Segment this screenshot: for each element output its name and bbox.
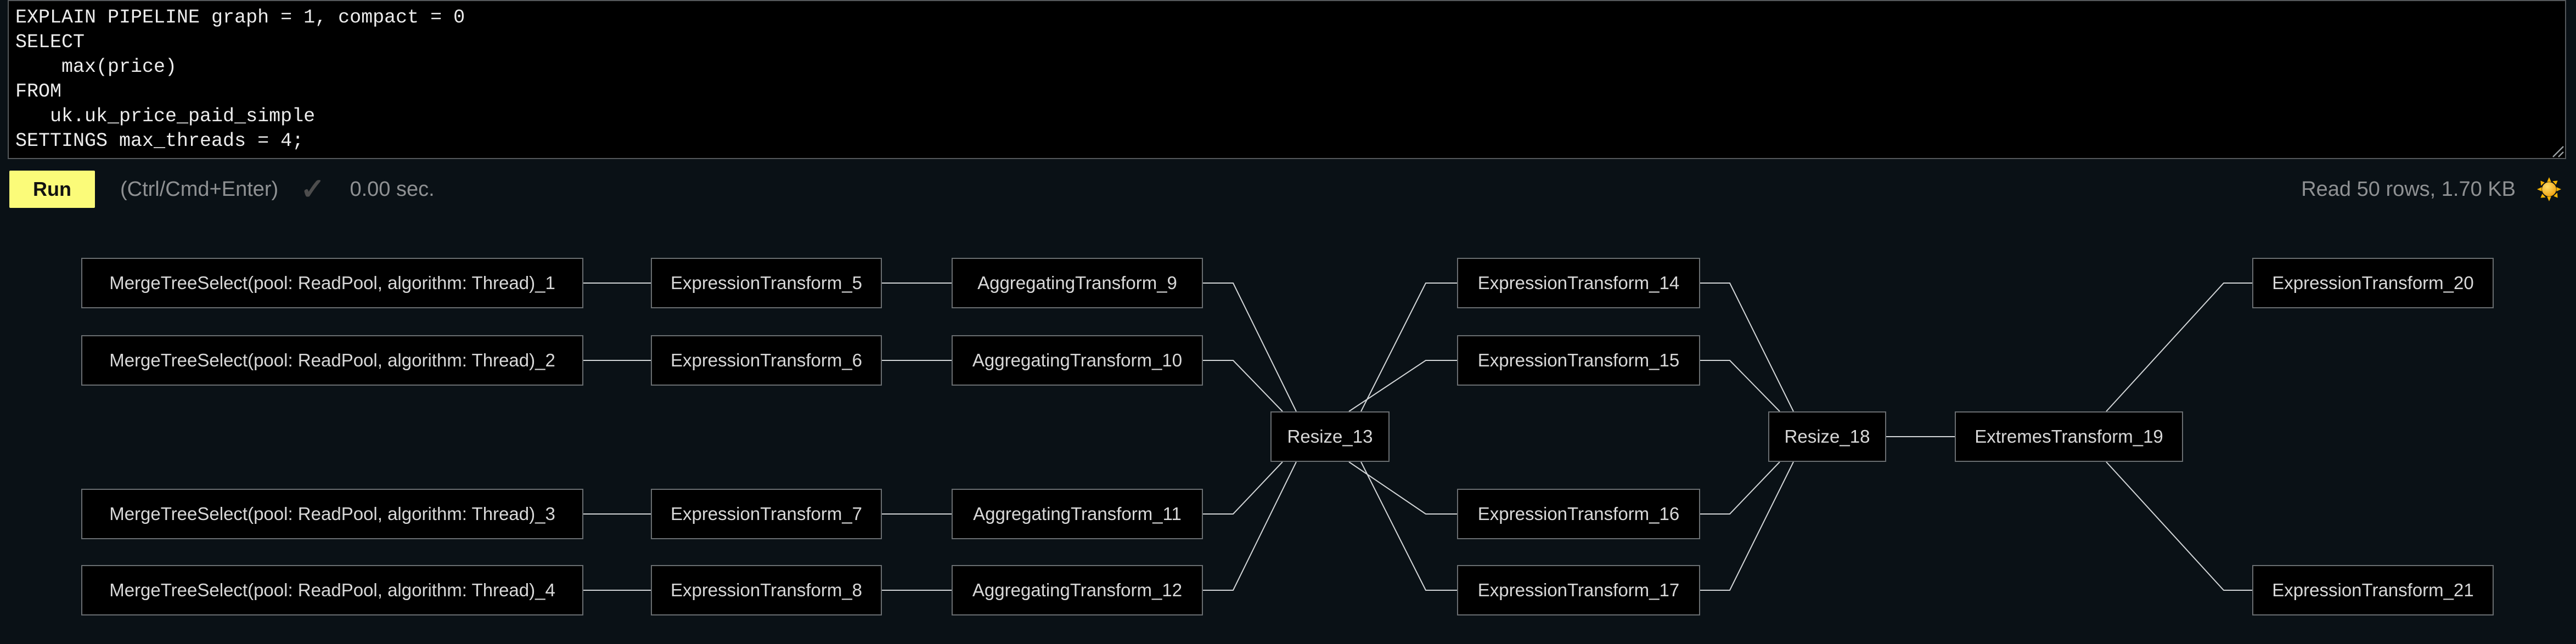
elapsed-time: 0.00 sec. — [350, 177, 435, 201]
graph-node-n17: ExpressionTransform_17 — [1457, 565, 1700, 615]
graph-edge-n10-n13 — [1203, 360, 1283, 412]
graph-node-n6: ExpressionTransform_6 — [651, 335, 882, 386]
graph-edge-n11-n13 — [1203, 461, 1283, 515]
graph-node-n13: Resize_13 — [1270, 411, 1390, 462]
graph-node-n9: AggregatingTransform_9 — [952, 258, 1203, 308]
graph-edge-n15-n18 — [1700, 360, 1780, 412]
graph-node-n15: ExpressionTransform_15 — [1457, 335, 1700, 386]
read-stats: Read 50 rows, 1.70 KB — [2301, 177, 2516, 201]
graph-node-n14: ExpressionTransform_14 — [1457, 258, 1700, 308]
graph-node-n5: ExpressionTransform_5 — [651, 258, 882, 308]
graph-node-n2: MergeTreeSelect(pool: ReadPool, algorith… — [81, 335, 583, 386]
graph-edge-n13-n16 — [1348, 461, 1457, 515]
graph-edge-n13-n15 — [1348, 360, 1457, 412]
success-check-icon: ✓ — [300, 173, 325, 206]
graph-edge-n17-n18 — [1700, 461, 1794, 591]
graph-node-n1: MergeTreeSelect(pool: ReadPool, algorith… — [81, 258, 583, 308]
graph-node-n19: ExtremesTransform_19 — [1955, 411, 2183, 462]
graph-node-n8: ExpressionTransform_8 — [651, 565, 882, 615]
graph-node-n21: ExpressionTransform_21 — [2252, 565, 2494, 615]
graph-node-n20: ExpressionTransform_20 — [2252, 258, 2494, 308]
resize-grip-icon[interactable] — [2549, 144, 2565, 158]
graph-node-n11: AggregatingTransform_11 — [952, 489, 1203, 539]
graph-edge-n14-n18 — [1700, 283, 1794, 412]
graph-edge-n9-n13 — [1203, 283, 1297, 412]
graph-edge-n13-n14 — [1360, 283, 1457, 412]
graph-node-n18: Resize_18 — [1768, 411, 1886, 462]
graph-edge-n16-n18 — [1700, 461, 1780, 515]
graph-node-n3: MergeTreeSelect(pool: ReadPool, algorith… — [81, 489, 583, 539]
graph-edge-n19-n21 — [2106, 461, 2252, 591]
sun-icon[interactable] — [2536, 177, 2562, 202]
graph-node-n4: MergeTreeSelect(pool: ReadPool, algorith… — [81, 565, 583, 615]
sql-editor[interactable]: EXPLAIN PIPELINE graph = 1, compact = 0 … — [8, 0, 2566, 159]
graph-node-n12: AggregatingTransform_12 — [952, 565, 1203, 615]
graph-node-n16: ExpressionTransform_16 — [1457, 489, 1700, 539]
graph-edge-n12-n13 — [1203, 461, 1297, 591]
pipeline-graph: MergeTreeSelect(pool: ReadPool, algorith… — [0, 219, 2576, 644]
graph-edge-n19-n20 — [2106, 283, 2252, 412]
run-button[interactable]: Run — [9, 171, 95, 208]
graph-node-n7: ExpressionTransform_7 — [651, 489, 882, 539]
shortcut-hint: (Ctrl/Cmd+Enter) — [120, 177, 279, 201]
graph-edge-n13-n17 — [1360, 461, 1457, 591]
toolbar: Run (Ctrl/Cmd+Enter) ✓ 0.00 sec. Read 50… — [0, 159, 2576, 219]
graph-node-n10: AggregatingTransform_10 — [952, 335, 1203, 386]
